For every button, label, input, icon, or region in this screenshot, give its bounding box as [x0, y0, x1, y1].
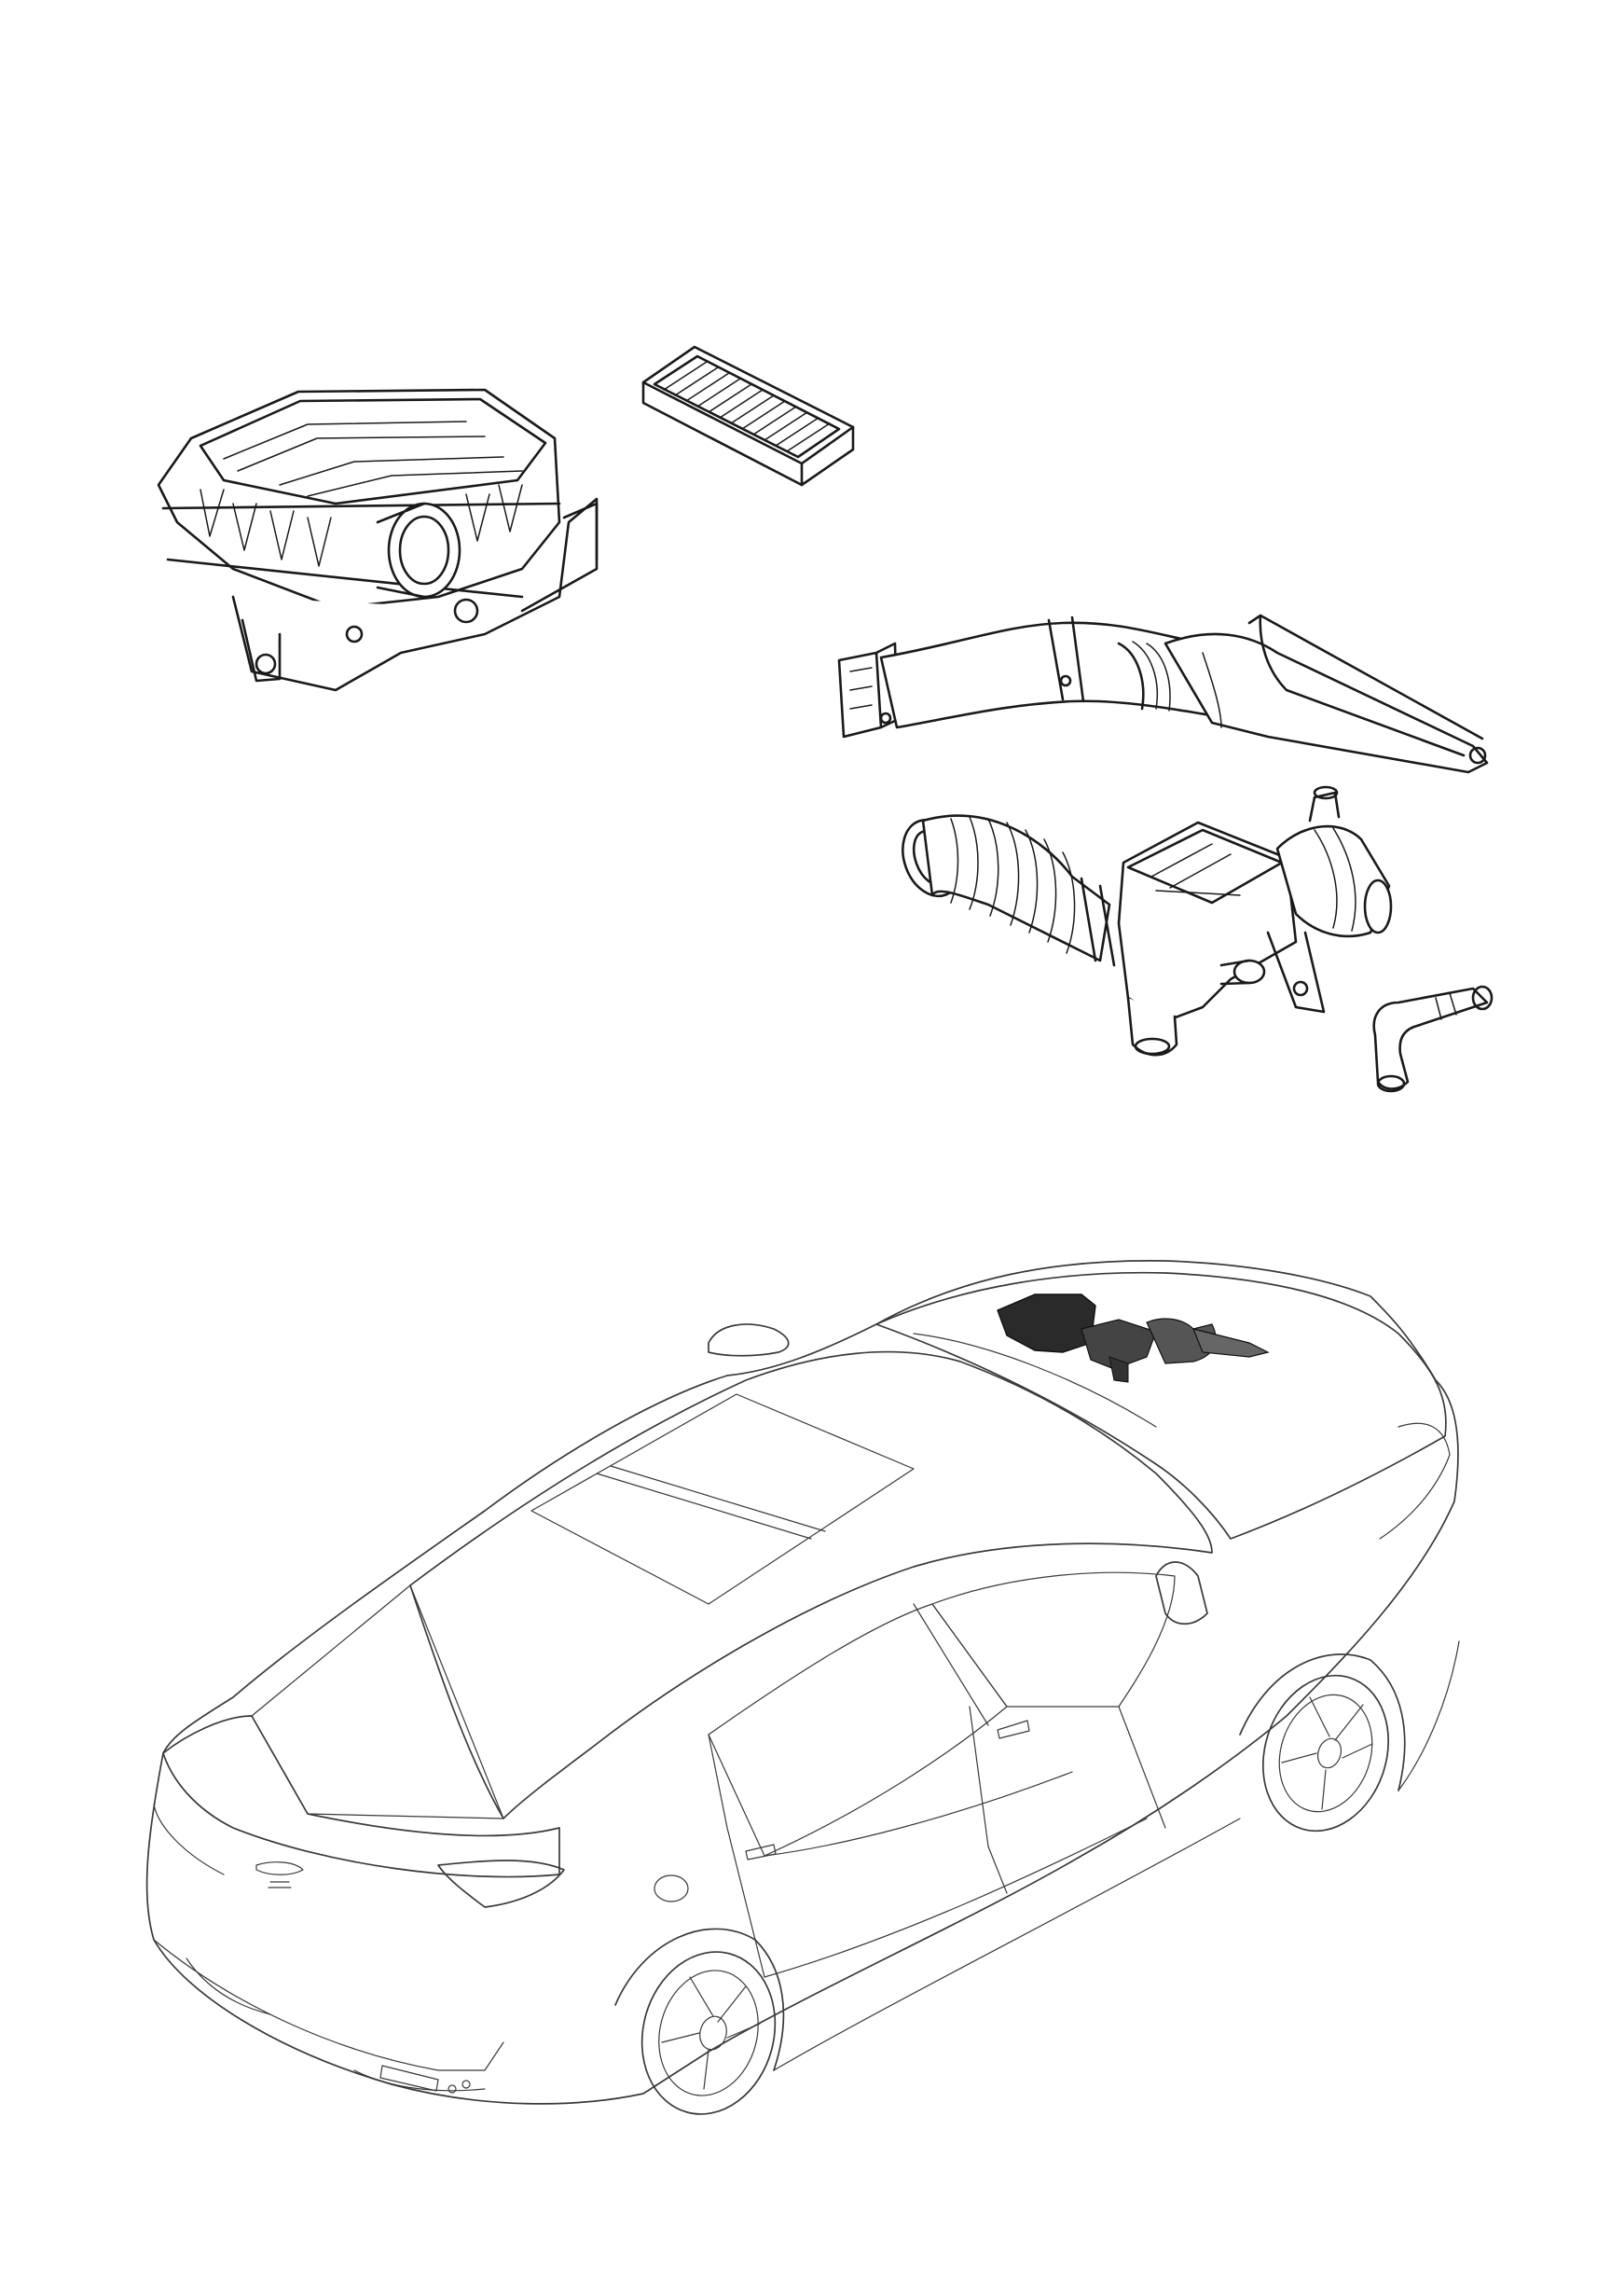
- air-intake-duct: [837, 614, 1489, 774]
- intake-hose-resonator: [902, 785, 1393, 1057]
- rear-wheel: [614, 1928, 785, 2115]
- air-filter-element: [641, 345, 855, 487]
- air-filter-housing: [157, 388, 599, 692]
- vehicle-sedan: [145, 1260, 1460, 2115]
- front-wheel: [1239, 1653, 1406, 1833]
- highlighted-intake-assembly: [997, 1293, 1270, 1383]
- breather-hose: [1372, 985, 1494, 1093]
